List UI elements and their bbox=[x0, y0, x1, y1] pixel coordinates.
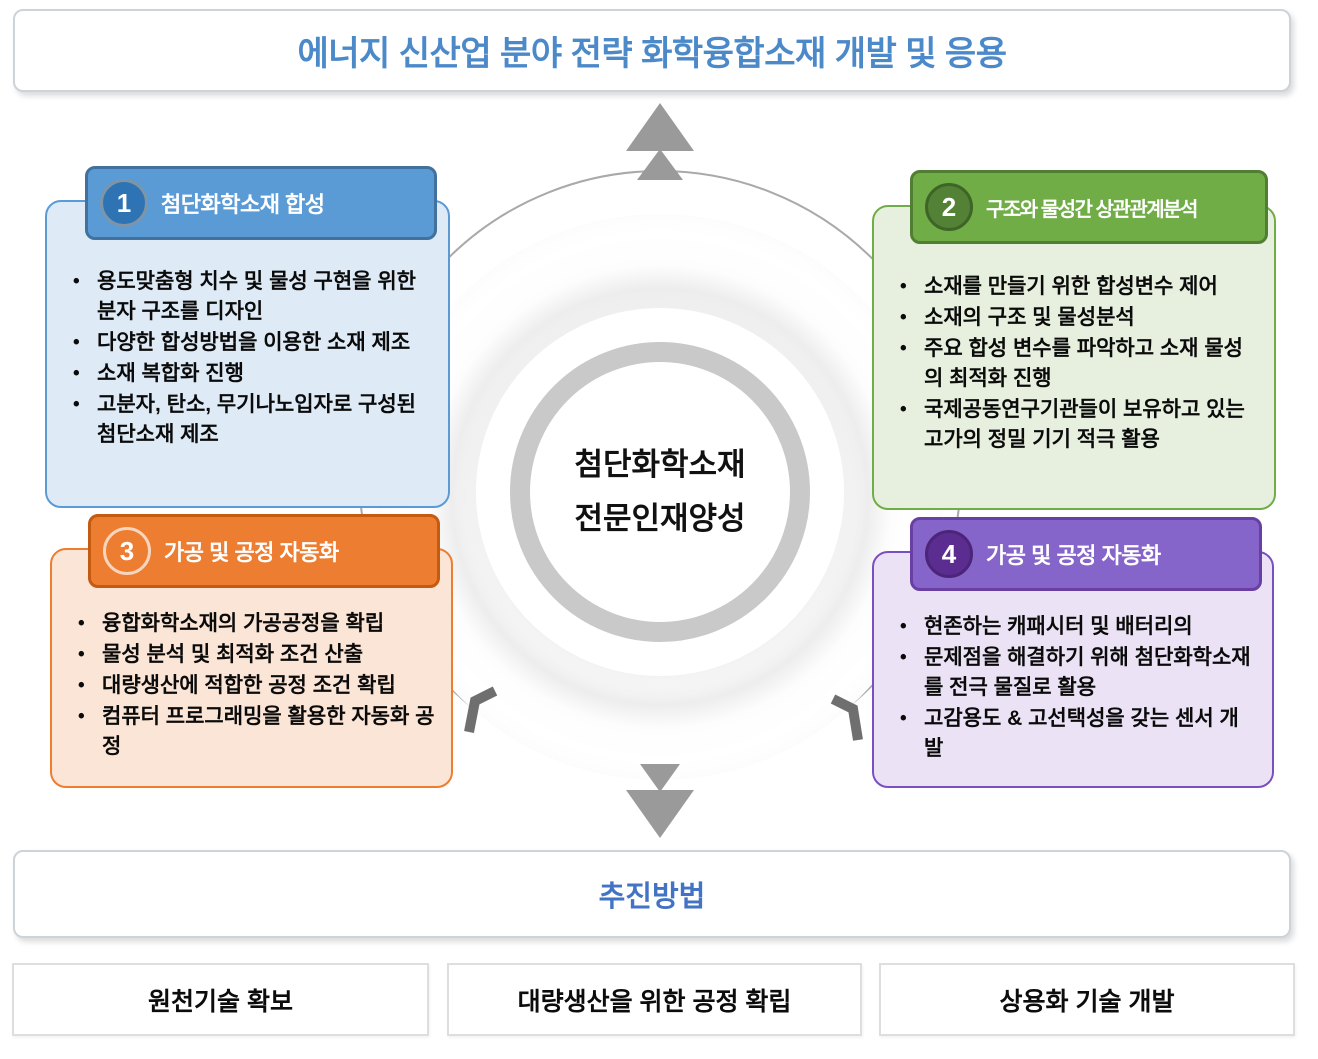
bullet-item: 현존하는 캐패시터 및 배터리의 bbox=[896, 612, 1256, 642]
center-circle: 첨단화학소재 전문인재양성 bbox=[510, 342, 810, 642]
rotate-left-chevron-icon bbox=[464, 686, 498, 733]
quadrant-4-bullet-list: 현존하는 캐패시터 및 배터리의문제점을 해결하기 위해 첨단화학소재를 전극 … bbox=[874, 553, 1272, 773]
number-badge-3: 3 bbox=[103, 527, 151, 575]
quadrant-1-heading: 첨단화학소재 합성 bbox=[161, 192, 325, 217]
bullet-item: 문제점을 해결하기 위해 첨단화학소재를 전극 물질로 활용 bbox=[896, 643, 1256, 703]
up-arrow-icon bbox=[637, 149, 683, 180]
quadrant-2-header: 2 구조와 물성간 상관관계분석 bbox=[910, 170, 1268, 244]
number-badge-1: 1 bbox=[100, 179, 148, 227]
quadrant-3-header: 3 가공 및 공정 자동화 bbox=[88, 514, 440, 588]
bullet-item: 컴퓨터 프로그래밍을 활용한 자동화 공정 bbox=[74, 702, 435, 762]
step-label: 상용화 기술 개발 bbox=[999, 987, 1175, 1016]
method-title: 추진방법 bbox=[598, 881, 706, 913]
quadrant-2-body: 소재를 만들기 위한 합성변수 제어소재의 구조 및 물성분석주요 합성 변수를… bbox=[872, 205, 1276, 510]
step-mass-production-process: 대량생산을 위한 공정 확립 bbox=[447, 963, 862, 1036]
bullet-item: 대량생산에 적합한 공정 조건 확립 bbox=[74, 671, 435, 701]
bullet-item: 물성 분석 및 최적화 조건 산출 bbox=[74, 640, 435, 670]
quadrant-2-heading: 구조와 물성간 상관관계분석 bbox=[986, 198, 1198, 221]
up-arrow-icon bbox=[626, 103, 694, 151]
quadrant-1-bullet-list: 용도맞춤형 치수 및 물성 구현을 위한 분자 구조를 디자인다양한 합성방법을… bbox=[47, 202, 448, 459]
quadrant-3-body: 융합화학소재의 가공공정을 확립물성 분석 및 최적화 조건 산출대량생산에 적… bbox=[50, 548, 453, 788]
center-label-line2: 전문인재양성 bbox=[574, 501, 746, 536]
quadrant-1-header: 1 첨단화학소재 합성 bbox=[85, 166, 437, 240]
bullet-item: 소재 복합화 진행 bbox=[69, 359, 432, 389]
down-arrow-icon bbox=[626, 790, 694, 838]
method-banner: 추진방법 bbox=[13, 850, 1291, 938]
step-core-technology: 원천기술 확보 bbox=[12, 963, 429, 1036]
bullet-item: 융합화학소재의 가공공정을 확립 bbox=[74, 609, 435, 639]
quadrant-4-heading: 가공 및 공정 자동화 bbox=[986, 543, 1161, 568]
bullet-item: 주요 합성 변수를 파악하고 소재 물성의 최적화 진행 bbox=[896, 334, 1258, 394]
down-arrow-icon bbox=[640, 764, 680, 792]
bullet-item: 소재를 만들기 위한 합성변수 제어 bbox=[896, 272, 1258, 302]
quadrant-3-heading: 가공 및 공정 자동화 bbox=[164, 540, 339, 565]
rotate-right-chevron-icon bbox=[830, 694, 863, 741]
quadrant-4-header: 4 가공 및 공정 자동화 bbox=[910, 517, 1262, 591]
center-label: 첨단화학소재 전문인재양성 bbox=[574, 438, 745, 547]
bullet-item: 국제공동연구기관들이 보유하고 있는 고가의 정밀 기기 적극 활용 bbox=[896, 395, 1258, 455]
quadrant-3-bullet-list: 융합화학소재의 가공공정을 확립물성 분석 및 최적화 조건 산출대량생산에 적… bbox=[52, 550, 451, 771]
step-label: 원천기술 확보 bbox=[148, 987, 293, 1016]
quadrant-1-body: 용도맞춤형 치수 및 물성 구현을 위한 분자 구조를 디자인다양한 합성방법을… bbox=[45, 200, 450, 508]
number-badge-2: 2 bbox=[925, 183, 973, 231]
bullet-item: 소재의 구조 및 물성분석 bbox=[896, 303, 1258, 333]
title-banner: 에너지 신산업 분야 전략 화학융합소재 개발 및 응용 bbox=[13, 9, 1291, 92]
center-label-line1: 첨단화학소재 bbox=[574, 446, 746, 482]
number-badge-4: 4 bbox=[925, 530, 973, 578]
diagram-title: 에너지 신산업 분야 전략 화학융합소재 개발 및 응용 bbox=[297, 35, 1007, 73]
bullet-item: 고감용도 & 고선택성을 갖는 센서 개발 bbox=[896, 704, 1256, 764]
bullet-item: 다양한 합성방법을 이용한 소재 제조 bbox=[69, 328, 432, 358]
quadrant-2-bullet-list: 소재를 만들기 위한 합성변수 제어소재의 구조 및 물성분석주요 합성 변수를… bbox=[874, 207, 1274, 464]
bullet-item: 고분자, 탄소, 무기나노입자로 구성된 첨단소재 제조 bbox=[69, 390, 432, 450]
bullet-item: 용도맞춤형 치수 및 물성 구현을 위한 분자 구조를 디자인 bbox=[69, 267, 432, 327]
step-commercialization: 상용화 기술 개발 bbox=[879, 963, 1295, 1036]
step-label: 대량생산을 위한 공정 확립 bbox=[517, 987, 792, 1016]
